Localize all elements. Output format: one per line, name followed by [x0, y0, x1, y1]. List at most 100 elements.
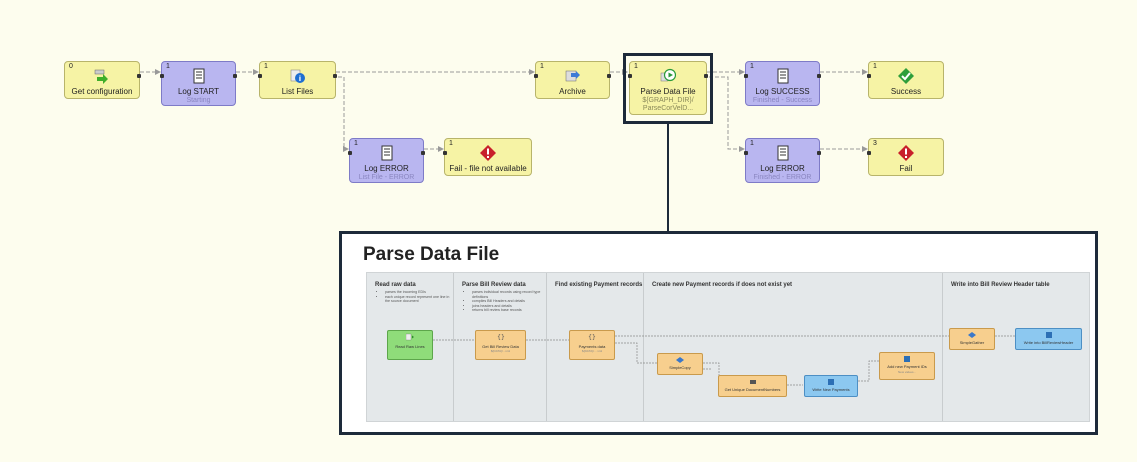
node-get-configuration[interactable]: 0 Get configuration: [64, 61, 141, 99]
node-number: 0: [69, 63, 73, 70]
comp-label: Payments data: [578, 344, 606, 349]
input-port[interactable]: [348, 151, 352, 155]
node-label: Log ERROR: [364, 164, 409, 173]
play-icon: [660, 68, 676, 82]
node-log-error-list[interactable]: 1 Log ERROR List File - ERROR: [348, 138, 425, 183]
node-log-start[interactable]: 1 Log START Starting: [160, 61, 237, 106]
node-number: 1: [449, 140, 453, 147]
node-log-error-finished[interactable]: 1 Log ERROR Finished - ERROR: [744, 138, 821, 183]
node-label: Get configuration: [71, 87, 133, 96]
comp-write-billreviewheader[interactable]: Write into BillReviewHeader: [1015, 328, 1082, 350]
edge-parse-logerror: [709, 76, 745, 152]
input-port[interactable]: [628, 74, 632, 78]
input-port[interactable]: [744, 151, 748, 155]
log-document-icon: [381, 145, 392, 161]
node-success[interactable]: 1 Success: [867, 61, 944, 99]
lane-read-raw-data: Read raw data parses the incoming EDIs e…: [367, 273, 454, 421]
node-sublabel: ${GRAPH_DIR}/ ParseCorVelD...: [642, 97, 694, 112]
comp-bill-review-data[interactable]: {} Get Bill Review Data ${DATA}/...xml: [475, 330, 526, 360]
lane-note: returns bill review base records: [472, 308, 546, 313]
log-document-icon: [193, 68, 204, 84]
db-writer-icon: [1045, 332, 1052, 338]
node-label: Fail - file not available: [449, 164, 527, 173]
output-port[interactable]: [607, 74, 611, 78]
parser-icon: {}: [497, 334, 505, 341]
input-port[interactable]: [443, 151, 447, 155]
output-port[interactable]: [137, 74, 141, 78]
comp-simple-gather[interactable]: SimpleGather: [949, 328, 995, 350]
lane-title: Parse Bill Review data: [462, 282, 526, 288]
edge-listfiles-logerror: [338, 76, 349, 152]
lane-title: Create new Payment records if does not e…: [652, 282, 793, 288]
node-number: 1: [166, 63, 170, 70]
output-port[interactable]: [704, 74, 708, 78]
log-document-icon: [777, 145, 788, 161]
lane-parse-bill-review: Parse Bill Review data parses individual…: [454, 273, 547, 421]
output-port[interactable]: [233, 74, 237, 78]
node-number: 1: [750, 140, 754, 147]
node-fail[interactable]: 3 Fail: [867, 138, 944, 176]
node-sublabel: List File - ERROR: [358, 174, 415, 181]
input-port[interactable]: [534, 74, 538, 78]
comp-label: Write New Payments: [812, 387, 850, 392]
input-port[interactable]: [744, 74, 748, 78]
node-list-files[interactable]: 1 i List Files: [258, 61, 337, 99]
comp-simple-copy[interactable]: SimpleCopy: [657, 353, 703, 375]
comp-get-unique-docnumbers[interactable]: Get Unique DocumentNumbers: [718, 375, 787, 397]
detail-edges: [433, 335, 1015, 386]
lane-create-payment: Create new Payment records if does not e…: [644, 273, 943, 421]
lane-note: parses individual records using record t…: [472, 290, 546, 299]
warning-icon: [480, 145, 496, 161]
reader-icon: [406, 333, 414, 341]
comp-sublabel: New values...: [897, 370, 916, 374]
db-writer-icon: [828, 379, 834, 385]
node-label: Log SUCCESS: [755, 87, 810, 96]
comp-label: SimpleCopy: [669, 365, 691, 370]
node-label: Fail: [899, 164, 913, 173]
lane-notes: parses individual records using record t…: [466, 290, 546, 313]
lane-note: each unique record represent one line in…: [385, 295, 453, 304]
comp-write-new-payments[interactable]: Write New Payments: [804, 375, 858, 397]
comp-payments-data[interactable]: {} Payments data ${DATA}/... xml: [569, 330, 615, 360]
node-archive[interactable]: 1 Archive: [534, 61, 611, 99]
archive-icon: [565, 70, 580, 82]
comp-add-new-payment-ids[interactable]: Add new Payment IDs New values...: [879, 352, 935, 380]
input-port[interactable]: [867, 151, 871, 155]
output-port[interactable]: [817, 74, 821, 78]
parser-icon: {}: [588, 334, 596, 341]
node-sublabel: Finished - ERROR: [753, 174, 812, 181]
node-number: 1: [873, 63, 877, 70]
node-number: 1: [354, 140, 358, 147]
node-label: Parse Data File: [640, 87, 696, 96]
lane-write-bill-review: Write into Bill Review Header table: [943, 273, 1089, 421]
node-fail-file[interactable]: 1 Fail - file not available: [443, 138, 532, 176]
node-label: List Files: [281, 87, 314, 96]
node-parse-data-file[interactable]: 1 Parse Data File ${GRAPH_DIR}/ ParseCor…: [628, 61, 708, 115]
comp-sublabel: ${DATA}/... xml: [581, 349, 603, 353]
lane-note: compiles Bill Headers and details: [472, 299, 546, 304]
node-sublabel: Starting: [186, 97, 211, 104]
node-label: Log ERROR: [760, 164, 805, 173]
svg-text:{}: {}: [588, 334, 596, 341]
comp-label: Get Bill Review Data: [482, 344, 519, 349]
comp-label: SimpleGather: [959, 340, 985, 345]
input-port[interactable]: [258, 74, 262, 78]
node-number: 3: [873, 140, 877, 147]
input-port[interactable]: [160, 74, 164, 78]
lane-title: Write into Bill Review Header table: [951, 282, 1050, 288]
node-number: 1: [750, 63, 754, 70]
output-port[interactable]: [333, 74, 337, 78]
node-label: Log START: [177, 87, 220, 96]
comp-read-raw-lines[interactable]: Read Raw Lines: [387, 330, 433, 360]
config-arrow-icon: [94, 69, 108, 84]
input-port[interactable]: [867, 74, 871, 78]
check-icon: [898, 68, 914, 84]
output-port[interactable]: [421, 151, 425, 155]
lane-note: parses the incoming EDIs: [385, 290, 453, 295]
db-reader-icon: [904, 356, 910, 362]
node-log-success[interactable]: 1 Log SUCCESS Finished - Success: [744, 61, 821, 106]
node-number: 1: [264, 63, 268, 70]
output-port[interactable]: [817, 151, 821, 155]
